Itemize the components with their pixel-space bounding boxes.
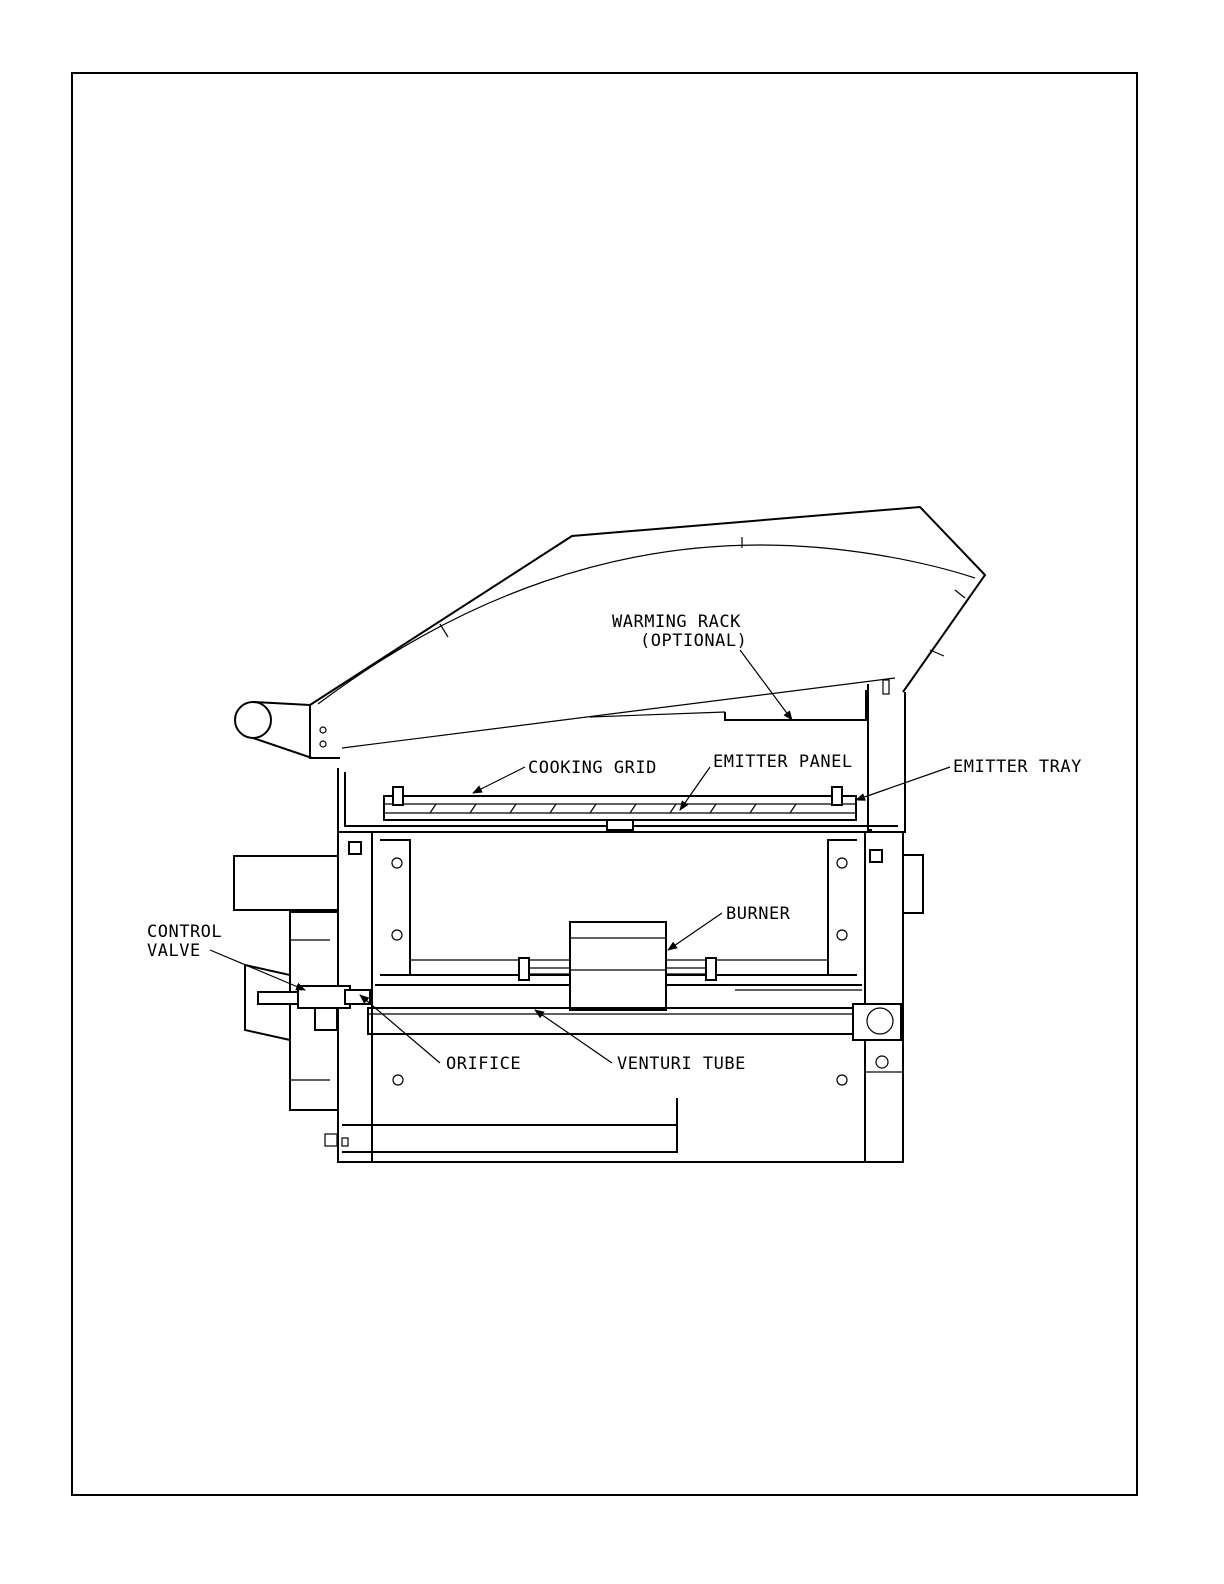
label-cooking-grid: COOKING GRID: [528, 758, 657, 778]
label-burner: BURNER: [726, 904, 791, 924]
label-control-valve-line2: VALVE: [147, 941, 201, 961]
label-control-valve-line1: CONTROL: [147, 922, 222, 942]
label-emitter-tray: EMITTER TRAY: [953, 757, 1082, 777]
label-warming-rack-line1: WARMING RACK: [612, 612, 741, 632]
label-venturi-tube: VENTURI TUBE: [617, 1054, 746, 1074]
label-warming-rack-line2: (OPTIONAL): [640, 631, 747, 651]
control-valve-assembly: [234, 856, 370, 1146]
lid: [235, 507, 985, 758]
lid-hinge-pivot: [235, 702, 271, 738]
burner: [519, 922, 716, 1010]
label-emitter-panel: EMITTER PANEL: [713, 752, 853, 772]
label-orifice: ORIFICE: [446, 1054, 521, 1074]
